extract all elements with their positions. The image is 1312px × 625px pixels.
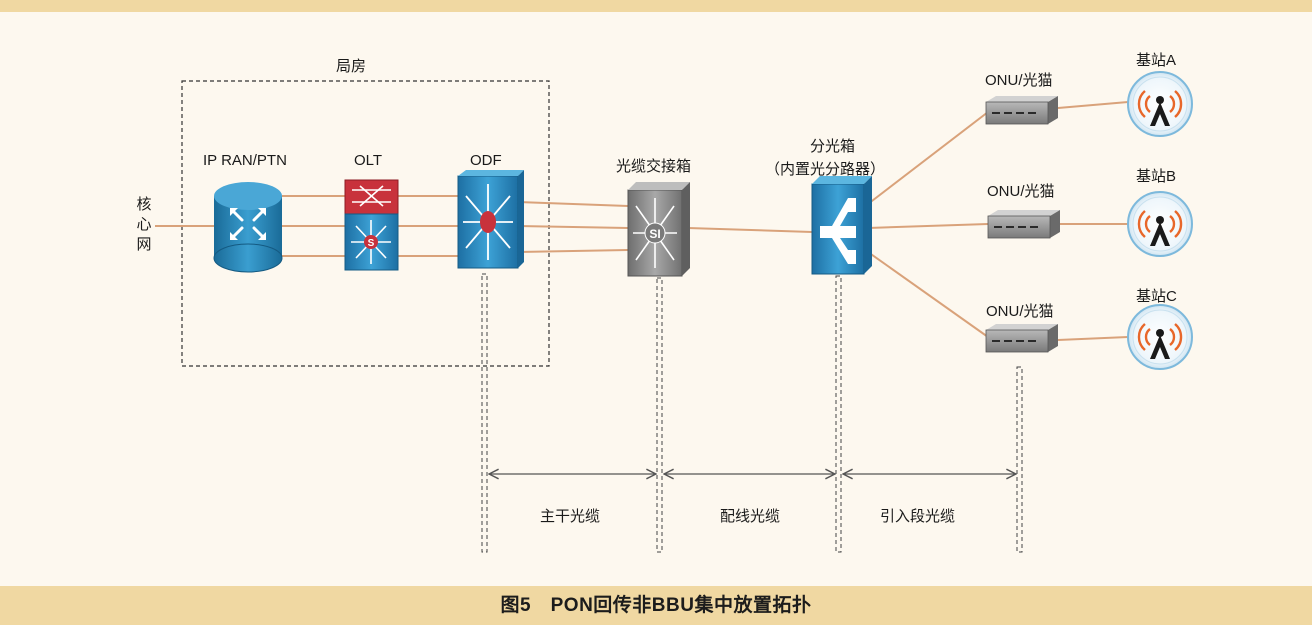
drop-cable-label: 引入段光缆 bbox=[880, 508, 956, 525]
fiber-onu-c-station bbox=[1057, 336, 1129, 341]
olt-label: OLT bbox=[354, 152, 383, 169]
olt-center-mark: S bbox=[368, 238, 375, 249]
ipran-label: IP RAN/PTN bbox=[203, 152, 287, 169]
fiber-splitter-onu-b bbox=[867, 223, 989, 229]
top-band bbox=[0, 0, 1312, 12]
onu-c-label: ONU/光猫 bbox=[986, 303, 1054, 320]
marker-odf bbox=[481, 273, 488, 553]
core-network-label: 核 心 网 bbox=[135, 195, 153, 255]
fiber-onu-a-station bbox=[1057, 101, 1129, 109]
trunk-cable-label: 主干光缆 bbox=[540, 508, 601, 525]
onu-c-icon bbox=[985, 324, 1058, 353]
fiber-odf-cross-3 bbox=[517, 249, 629, 253]
cross-connect-box-icon: SI bbox=[627, 182, 690, 277]
station-c-icon bbox=[1127, 304, 1193, 370]
core-network-char-3: 网 bbox=[136, 236, 152, 253]
cross-box-label: 光缆交接箱 bbox=[616, 158, 692, 175]
station-b-label: 基站B bbox=[1136, 168, 1177, 185]
office-label: 局房 bbox=[336, 58, 367, 75]
fiber-cross-splitter bbox=[687, 227, 813, 233]
station-c-label: 基站C bbox=[1136, 288, 1177, 305]
marker-onu bbox=[1016, 366, 1023, 553]
topology-diagram: S SI bbox=[0, 12, 1312, 586]
marker-splitter bbox=[835, 275, 842, 553]
office-boundary bbox=[181, 80, 550, 367]
fiber-odf-cross-2 bbox=[517, 225, 629, 229]
fiber-splitter-onu-c bbox=[867, 251, 989, 338]
station-a-icon bbox=[1127, 71, 1193, 137]
figure-caption: 图5 PON回传非BBU集中放置拓扑 bbox=[0, 586, 1312, 625]
core-network-char-2: 心 bbox=[136, 216, 152, 233]
ipran-router-icon bbox=[213, 182, 283, 273]
onu-b-icon bbox=[987, 210, 1060, 239]
fiber-splitter-onu-a bbox=[867, 111, 989, 205]
fiber-links bbox=[155, 101, 1129, 341]
odf-label: ODF bbox=[470, 152, 502, 169]
splitter-box-label-line1: 分光箱 bbox=[810, 138, 856, 155]
onu-b-label: ONU/光猫 bbox=[987, 183, 1055, 200]
splitter-box-label-line2: （内置光分路器） bbox=[765, 161, 886, 178]
olt-device-icon: S bbox=[344, 179, 399, 271]
station-a-label: 基站A bbox=[1136, 52, 1177, 69]
topology-svg: S SI bbox=[155, 71, 1193, 553]
onu-a-label: ONU/光猫 bbox=[985, 72, 1053, 89]
distribution-cable-label: 配线光缆 bbox=[720, 508, 781, 525]
onu-a-icon bbox=[985, 96, 1058, 125]
marker-cross-box bbox=[656, 277, 663, 553]
splitter-box-icon bbox=[811, 176, 872, 275]
segment-markers bbox=[481, 273, 1023, 553]
odf-device-icon bbox=[457, 170, 524, 269]
cross-box-center-mark: SI bbox=[649, 227, 660, 241]
core-network-char-1: 核 bbox=[136, 196, 152, 213]
station-b-icon bbox=[1127, 191, 1193, 257]
fiber-odf-cross-1 bbox=[517, 201, 629, 207]
